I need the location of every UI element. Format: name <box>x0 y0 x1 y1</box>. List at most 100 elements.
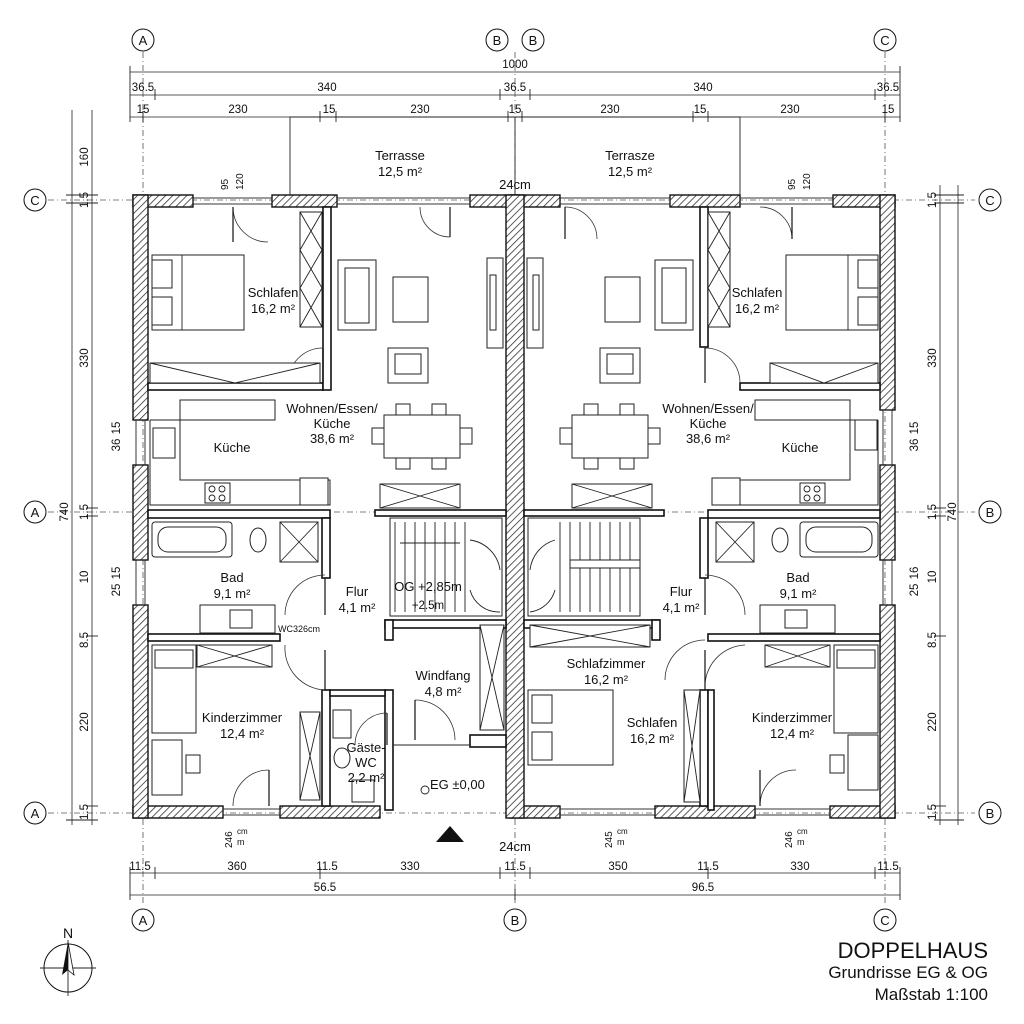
svg-text:16,2 m²: 16,2 m² <box>735 301 780 316</box>
svg-text:340: 340 <box>693 82 712 94</box>
dimension-chains-left: 160 1.5 330 740 1.5 10 8.5 220 1.5 36 15… <box>59 110 123 825</box>
dresser-left <box>149 362 321 384</box>
svg-text:Bad: Bad <box>786 570 809 585</box>
svg-text:Gäste-: Gäste- <box>346 740 385 755</box>
svg-text:15: 15 <box>323 104 336 116</box>
svg-text:36: 36 <box>909 439 921 452</box>
svg-text:m: m <box>237 837 245 847</box>
exterior-walls <box>132 194 896 819</box>
kitchen-counter-left <box>149 399 461 509</box>
door-swings <box>232 206 797 807</box>
svg-text:11.5: 11.5 <box>697 861 719 873</box>
wardrobe-right <box>707 211 731 328</box>
svg-text:230: 230 <box>228 104 247 116</box>
axis-markers-right: C B B <box>978 188 1002 825</box>
svg-text:B: B <box>493 33 502 48</box>
svg-text:Wohnen/Essen/: Wohnen/Essen/ <box>286 401 378 416</box>
svg-text:cm: cm <box>237 827 248 836</box>
svg-text:740: 740 <box>947 502 959 521</box>
svg-text:25: 25 <box>909 584 921 597</box>
axis-label-a: A <box>139 33 148 48</box>
svg-text:Terrasze: Terrasze <box>605 148 655 163</box>
dining-table-right <box>559 403 661 470</box>
svg-text:Kinderzimmer: Kinderzimmer <box>202 710 283 725</box>
svg-text:B: B <box>986 806 995 821</box>
dimension-chains-top: 1000 36.5 340 36.5 340 36.5 15 230 15 23… <box>129 59 901 122</box>
svg-text:340: 340 <box>317 82 336 94</box>
svg-text:9,1 m²: 9,1 m² <box>214 586 252 601</box>
svg-text:11.5: 11.5 <box>877 861 899 873</box>
svg-text:cm: cm <box>617 827 628 836</box>
svg-text:Bad: Bad <box>220 570 243 585</box>
bed-right <box>785 254 879 331</box>
svg-text:36.5: 36.5 <box>877 82 899 94</box>
svg-text:15: 15 <box>509 104 522 116</box>
terrace-outline <box>289 116 741 195</box>
svg-text:330: 330 <box>400 861 419 873</box>
svg-text:350: 350 <box>608 861 627 873</box>
svg-text:Flur: Flur <box>670 584 693 599</box>
svg-text:16,2 m²: 16,2 m² <box>251 301 296 316</box>
svg-text:Schlafzimmer: Schlafzimmer <box>567 656 646 671</box>
svg-text:1.5: 1.5 <box>79 504 91 520</box>
svg-text:C: C <box>880 33 889 48</box>
svg-text:230: 230 <box>600 104 619 116</box>
svg-text:120: 120 <box>235 173 246 190</box>
svg-text:12,4 m²: 12,4 m² <box>770 726 815 741</box>
guest-wc-fixtures <box>332 709 375 803</box>
svg-text:38,6 m²: 38,6 m² <box>310 431 355 446</box>
wall-thickness-top: 24cm <box>499 177 531 192</box>
annotations: OG +2,85m +2.5m WC326cm EG ±0,00 24cm 24… <box>220 173 813 854</box>
svg-text:230: 230 <box>410 104 429 116</box>
sofa-left <box>337 257 504 384</box>
interior-walls <box>147 206 881 811</box>
svg-text:1000: 1000 <box>502 59 528 71</box>
svg-text:B: B <box>511 913 520 928</box>
north-arrow-icon: N <box>40 925 96 996</box>
svg-text:25: 25 <box>111 584 123 597</box>
drawing-scale: Maßstab 1:100 <box>875 985 988 1004</box>
svg-text:160: 160 <box>79 147 91 166</box>
svg-text:330: 330 <box>927 348 939 367</box>
svg-text:8.5: 8.5 <box>79 632 91 648</box>
svg-text:1.5: 1.5 <box>927 804 939 820</box>
svg-text:Windfang: Windfang <box>416 668 471 683</box>
entrance-arrow-icon <box>436 826 464 842</box>
title-block: DOPPELHAUS Grundrisse EG & OG Maßstab 1:… <box>828 938 988 1004</box>
svg-text:1.5: 1.5 <box>79 804 91 820</box>
room-area: 12,5 m² <box>378 164 423 179</box>
svg-text:A: A <box>139 913 148 928</box>
svg-text:10: 10 <box>79 571 91 584</box>
svg-text:96.5: 96.5 <box>692 882 714 894</box>
svg-text:15: 15 <box>694 104 707 116</box>
svg-text:220: 220 <box>79 712 91 731</box>
kinderzimmer-right-furniture <box>764 644 879 791</box>
svg-text:Küche: Küche <box>214 440 251 455</box>
svg-text:WC: WC <box>355 755 377 770</box>
bathroom-fixtures-right <box>715 521 879 634</box>
svg-text:38,6 m²: 38,6 m² <box>686 431 731 446</box>
svg-text:cm: cm <box>797 827 808 836</box>
north-label: N <box>63 925 73 941</box>
dimension-chains-bottom: 11.5 360 11.5 330 11.5 350 11.5 330 11.5… <box>129 861 901 900</box>
svg-text:C: C <box>880 913 889 928</box>
svg-text:2,2 m²: 2,2 m² <box>348 770 386 785</box>
wc-note: WC326cm <box>278 624 320 634</box>
windfang-closet <box>479 624 505 731</box>
dimension-chains-right: 1.5 330 740 1.5 10 8.5 220 1.5 36 15 25 … <box>909 185 964 825</box>
svg-text:4,1 m²: 4,1 m² <box>663 600 701 615</box>
svg-text:10: 10 <box>927 571 939 584</box>
level-eg: EG ±0,00 <box>430 777 485 792</box>
svg-text:Küche: Küche <box>690 416 727 431</box>
svg-text:740: 740 <box>59 502 71 521</box>
svg-text:330: 330 <box>79 348 91 367</box>
stairs <box>389 517 641 617</box>
drawing-title: DOPPELHAUS <box>838 938 988 963</box>
wardrobe-left <box>299 211 323 328</box>
svg-text:B: B <box>529 33 538 48</box>
svg-text:Schlafen: Schlafen <box>732 285 783 300</box>
svg-text:36.5: 36.5 <box>132 82 154 94</box>
svg-text:95: 95 <box>787 178 798 190</box>
axis-markers-left: C A A <box>23 188 47 825</box>
